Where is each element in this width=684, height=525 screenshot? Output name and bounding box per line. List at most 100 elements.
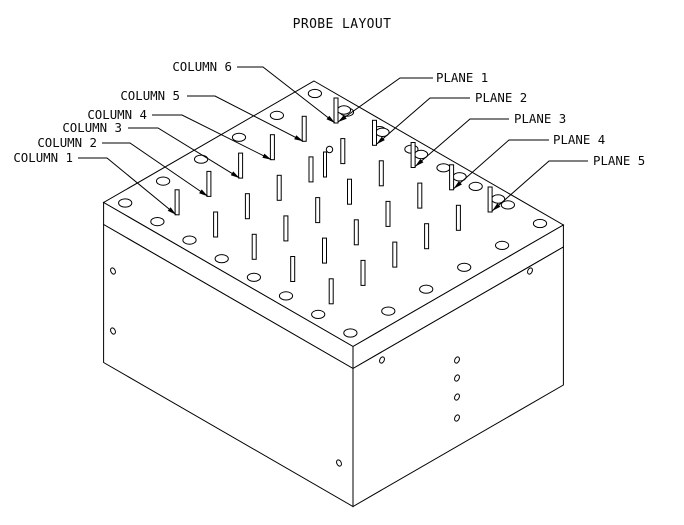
column-2-leader-arrowhead bbox=[199, 189, 208, 197]
side-port-hole bbox=[110, 267, 116, 275]
column-5-leader-line bbox=[187, 96, 303, 141]
column-2-leader-line bbox=[102, 143, 208, 196]
bolt-hole bbox=[118, 198, 133, 208]
probe-pin bbox=[487, 186, 493, 213]
plane-2-leader-line bbox=[377, 98, 471, 144]
probe-pin bbox=[328, 278, 334, 305]
probe-pin bbox=[174, 189, 180, 216]
probe-pin bbox=[347, 178, 352, 205]
column-5-leader-arrowhead bbox=[294, 135, 304, 142]
probe-pin bbox=[340, 138, 346, 165]
probe-pin bbox=[410, 142, 416, 168]
bolt-hole bbox=[468, 181, 483, 191]
column-1-leader-line bbox=[78, 158, 176, 215]
probe-pin bbox=[308, 156, 314, 183]
probe-pin bbox=[315, 197, 321, 224]
bolt-hole bbox=[311, 309, 326, 319]
side-port-hole bbox=[454, 374, 460, 382]
bolt-hole bbox=[532, 218, 548, 229]
column-3-leader-arrowhead bbox=[230, 171, 240, 179]
probe-pin bbox=[449, 164, 455, 191]
leader-lines bbox=[78, 67, 588, 215]
bolt-hole bbox=[156, 176, 171, 186]
plane-4-leader-line bbox=[454, 140, 549, 189]
plane-2-leader-arrowhead bbox=[376, 136, 385, 145]
bolt-hole bbox=[500, 200, 515, 210]
column-3-leader-line bbox=[128, 128, 240, 178]
column-1-leader-arrowhead bbox=[167, 207, 177, 215]
plane-1-leader-line bbox=[338, 78, 433, 122]
plane-3-leader-line bbox=[415, 119, 509, 167]
ball-tip-probe-tip bbox=[325, 145, 334, 154]
probe-pin bbox=[269, 134, 275, 161]
side-port-hole bbox=[527, 267, 533, 275]
bolt-hole bbox=[194, 154, 209, 164]
probe-pin bbox=[251, 233, 257, 260]
plane-label: PLANE 3 bbox=[514, 111, 566, 126]
side-port-hole bbox=[454, 356, 460, 364]
bolt-hole bbox=[381, 306, 396, 316]
probe-pin bbox=[378, 160, 384, 187]
plane-label: PLANE 2 bbox=[475, 90, 527, 105]
bolt-hole bbox=[307, 88, 322, 99]
plane-3-leader-arrowhead bbox=[415, 158, 424, 167]
column-label: COLUMN 4 bbox=[87, 107, 147, 122]
probe-pin bbox=[283, 215, 289, 242]
bolt-hole bbox=[150, 217, 165, 227]
bolt-hole bbox=[182, 235, 197, 245]
plane-5-leader-arrowhead bbox=[492, 203, 501, 211]
side-port-hole bbox=[454, 393, 460, 401]
column-label: COLUMN 5 bbox=[120, 88, 180, 103]
probe-pin bbox=[360, 259, 366, 286]
ball-tip-probe-pin bbox=[323, 151, 327, 178]
plane-5-leader-line bbox=[492, 161, 588, 211]
bolt-hole bbox=[214, 254, 229, 264]
plane-4-leader-arrowhead bbox=[453, 181, 462, 189]
bolt-hole bbox=[419, 284, 434, 294]
plane-label: PLANE 5 bbox=[593, 153, 645, 168]
column-label: COLUMN 2 bbox=[37, 135, 97, 150]
side-port-hole bbox=[379, 356, 385, 364]
probe-pin bbox=[385, 200, 391, 227]
probe-mount-hole bbox=[336, 105, 352, 115]
column-6-leader-line bbox=[237, 67, 335, 123]
bolt-hole bbox=[436, 163, 451, 173]
probe-grid bbox=[174, 97, 506, 305]
column-label: COLUMN 1 bbox=[13, 150, 73, 165]
probe-pin bbox=[333, 97, 339, 124]
probe-pin bbox=[353, 219, 359, 246]
side-port-hole bbox=[454, 414, 460, 422]
column-4-leader-arrowhead bbox=[262, 153, 272, 160]
column-label: COLUMN 3 bbox=[62, 120, 122, 135]
column-label: COLUMN 6 bbox=[172, 59, 232, 74]
bolt-hole bbox=[269, 110, 284, 121]
bolt-hole bbox=[495, 240, 510, 250]
probe-pin bbox=[244, 193, 250, 220]
side-port-hole bbox=[110, 327, 116, 335]
probe-pin bbox=[455, 204, 461, 231]
bolt-hole bbox=[246, 272, 261, 282]
probe-pin bbox=[417, 182, 423, 209]
bolt-hole bbox=[343, 328, 358, 338]
probe-pin bbox=[206, 170, 212, 197]
diagram-title: PROBE LAYOUT bbox=[293, 17, 392, 32]
bolt-hole bbox=[231, 132, 247, 142]
probe-pin bbox=[424, 223, 430, 250]
probe-pin bbox=[290, 256, 296, 282]
bolt-hole bbox=[457, 262, 472, 272]
bolt-hole bbox=[278, 291, 294, 301]
probe-pin bbox=[276, 174, 282, 201]
column-4-leader-line bbox=[152, 115, 271, 160]
side-port-hole bbox=[336, 459, 342, 467]
probe-pin bbox=[392, 241, 398, 268]
plane-label: PLANE 1 bbox=[436, 70, 488, 85]
column-6-leader-arrowhead bbox=[326, 115, 335, 123]
probe-pin bbox=[372, 119, 377, 146]
probe-pin bbox=[238, 152, 244, 179]
probe-pin bbox=[322, 237, 327, 264]
plane-label: PLANE 4 bbox=[553, 132, 605, 147]
probe-pin bbox=[301, 115, 307, 142]
